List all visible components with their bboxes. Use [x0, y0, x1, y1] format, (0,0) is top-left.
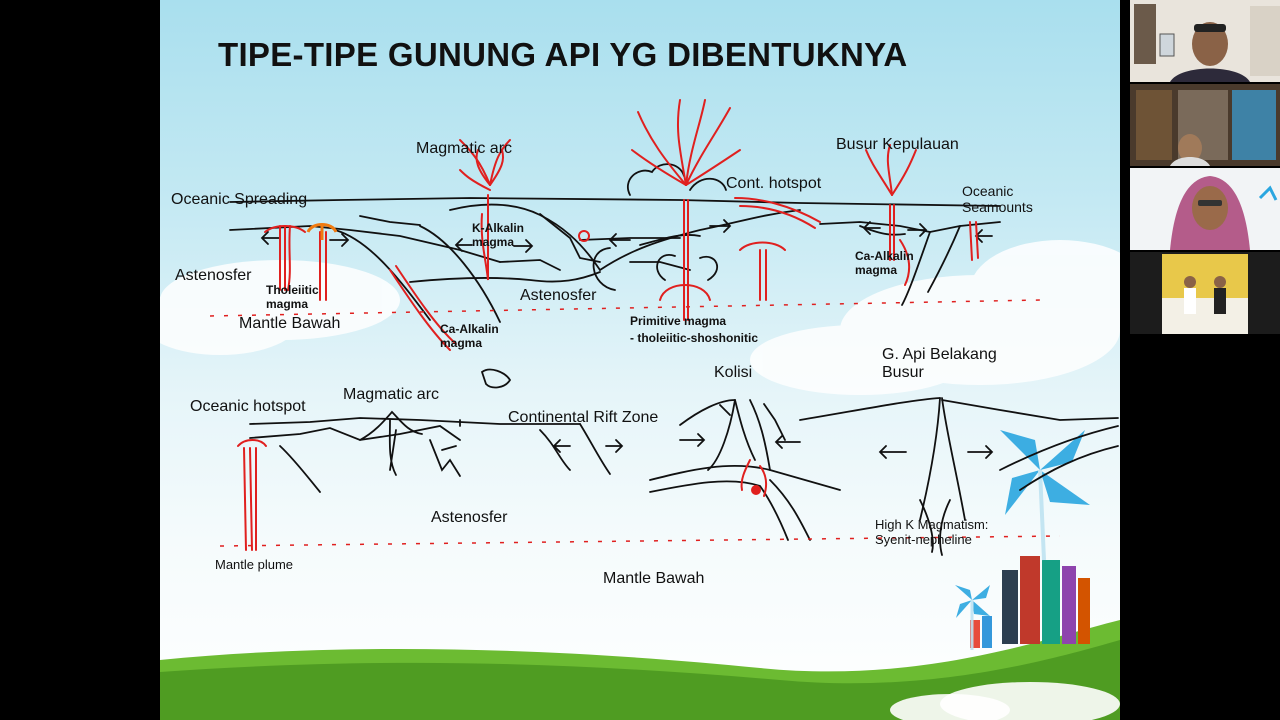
- participant-tile-3[interactable]: [1130, 168, 1280, 250]
- label-mantle-plume: Mantle plume: [215, 557, 294, 572]
- pinwheel-small-icon: [955, 585, 990, 650]
- label-busur-kepulauan: Busur Kepulauan: [836, 136, 959, 153]
- label-ca-alkalin-magma-left: Ca-Alkalin magma: [440, 322, 499, 350]
- participant-video-icon: [1130, 252, 1280, 334]
- label-continental-rift-zone: Continental Rift Zone: [508, 409, 659, 426]
- label-oceanic-hotspot: Oceanic hotspot: [190, 398, 306, 415]
- label-astenosfer-mid: Astenosfer: [520, 287, 597, 304]
- label-oceanic-spreading: Oceanic Spreading: [171, 191, 308, 208]
- label-tholeiitic-magma: Tholeiitic magma: [266, 283, 319, 311]
- label-high-k-magmatism: High K Magmatism: Syenit-nepheline: [875, 517, 989, 547]
- participant-tile-4[interactable]: [1130, 252, 1280, 334]
- volcano-diagram-sketch: [160, 99, 1120, 720]
- label-oceanic-seamounts: Oceanic Seamounts: [962, 183, 1033, 216]
- label-astenosfer-bottom: Astenosfer: [431, 509, 508, 526]
- participant-video-strip: [1130, 0, 1280, 336]
- label-tholeiitic-shoshonitic: - tholeiitic-shoshonitic: [630, 331, 758, 345]
- participant-video-icon: [1130, 84, 1280, 166]
- label-ca-alkalin-magma-right: Ca-Alkalin magma: [855, 249, 914, 277]
- grass-hill: [160, 620, 1120, 720]
- label-astenosfer-left: Astenosfer: [175, 267, 252, 284]
- top-crust-linework: [229, 163, 1001, 389]
- asthenosphere-boundary-dashes: [209, 299, 1061, 547]
- label-g-api-belakang-busur: G. Api Belakang Busur: [882, 346, 997, 382]
- label-mantle-bawah-bottom: Mantle Bawah: [603, 570, 705, 587]
- oceanic-spreading-hotspot-icon: [306, 223, 590, 242]
- participant-video-icon: [1130, 0, 1280, 82]
- label-kolisi: Kolisi: [714, 364, 753, 381]
- label-k-alkalin-magma: K-Alkalin magma: [472, 221, 525, 249]
- label-primitive-magma: Primitive magma: [630, 314, 727, 328]
- slide-title: TIPE-TIPE GUNUNG API YG DIBENTUKNYA: [218, 36, 908, 73]
- label-cont-hotspot: Cont. hotspot: [726, 175, 822, 192]
- label-magmatic-arc-bottom: Magmatic arc: [343, 386, 440, 403]
- label-magmatic-arc-top: Magmatic arc: [416, 140, 513, 157]
- participant-tile-1[interactable]: [1130, 0, 1280, 82]
- participant-video-icon: [1130, 168, 1280, 250]
- pinwheel-large-icon: [1000, 430, 1090, 561]
- bottom-crust-linework: [249, 397, 1119, 556]
- books-decoration: [970, 556, 1090, 648]
- label-mantle-bawah-top: Mantle Bawah: [239, 315, 341, 332]
- bottom-magma-linework: [237, 439, 768, 551]
- top-magma-linework: [264, 99, 979, 351]
- participant-tile-2[interactable]: [1130, 84, 1280, 166]
- presentation-slide: TIPE-TIPE GUNUNG API YG DIBENTUKNYA Magm…: [160, 0, 1120, 720]
